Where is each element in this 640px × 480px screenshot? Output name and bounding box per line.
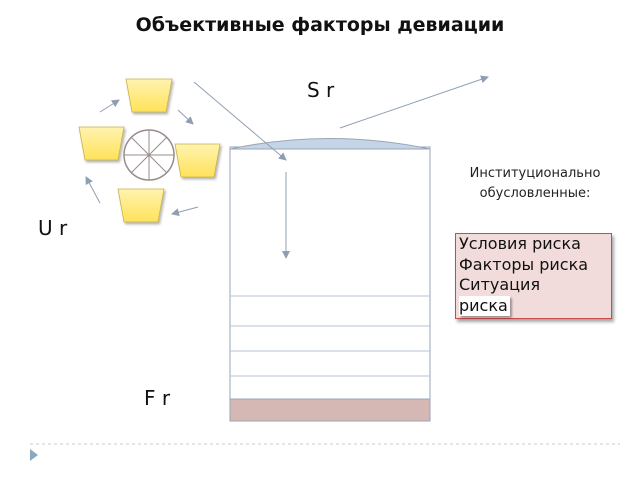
cycle-arrow (99, 99, 120, 113)
institutional-text: Институционально обусловленные: (440, 164, 630, 204)
wheel-spoke (130, 136, 168, 174)
institutional-line: Институционально (469, 166, 601, 181)
cylinder-base (229, 398, 431, 422)
risk-item: Условия риска (459, 234, 581, 253)
arrow-to-cylinder (193, 81, 287, 161)
risk-item: риска (459, 295, 510, 316)
cylinder-body (229, 146, 431, 400)
cylinder-top (229, 138, 431, 150)
label-f: F r (144, 386, 171, 410)
risk-item: Ситуация (459, 275, 541, 294)
trapezoid-cluster (78, 78, 221, 223)
label-u: U r (38, 216, 68, 240)
trapezoid-top (125, 78, 173, 113)
trapezoid-left (78, 126, 125, 161)
cylinder (229, 138, 431, 422)
cycle-arrow (177, 109, 194, 125)
footer-bullet-icon (30, 449, 38, 461)
arrow-up-right (339, 75, 489, 129)
risk-list: Условия риска Факторы риска Ситуация рис… (459, 234, 619, 316)
cycle-arrow (171, 206, 199, 217)
page-title: Объективные факторы девиации (135, 14, 505, 36)
institutional-line: обусловленные: (479, 186, 591, 201)
label-s: S r (307, 78, 335, 102)
wheel (123, 129, 175, 181)
trapezoid-bottom (117, 188, 165, 223)
trapezoid-right (174, 143, 221, 178)
cycle-arrows (85, 99, 199, 217)
cycle-arrow (85, 176, 101, 204)
risk-item: Факторы риска (459, 254, 589, 274)
